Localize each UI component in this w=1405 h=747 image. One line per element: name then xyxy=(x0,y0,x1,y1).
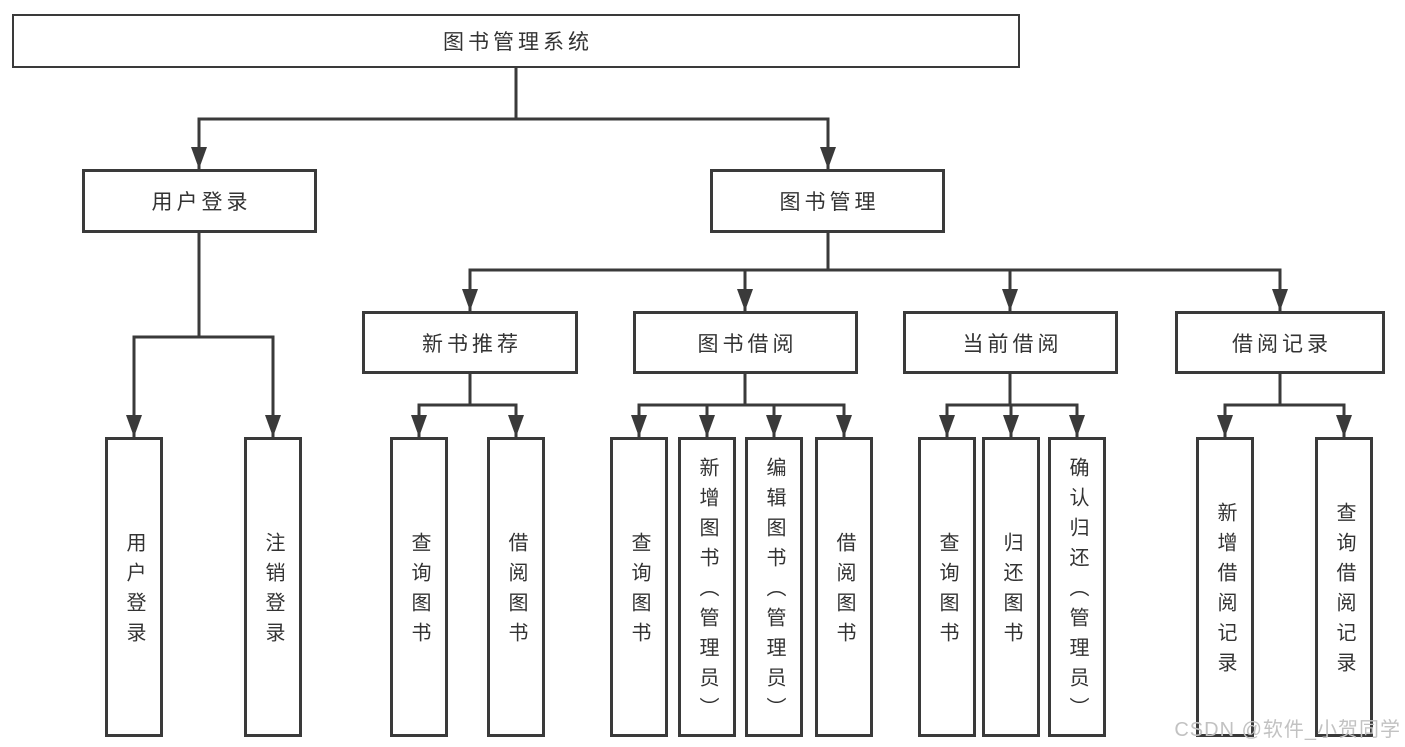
leaf-confirm-return-admin: 确认归还（管理员） xyxy=(1048,437,1106,737)
node-label: 用户登录 xyxy=(151,191,252,214)
node-label: 新增借阅记录 xyxy=(1214,502,1236,682)
node-label: 查询图书 xyxy=(408,532,430,652)
node-label: 查询借阅记录 xyxy=(1333,502,1355,682)
csdn-watermark: CSDN @软件_小贺同学 xyxy=(1174,719,1401,741)
node-label: 借阅图书 xyxy=(505,532,527,652)
connector-edges xyxy=(132,66,1346,439)
leaf-add-books-admin: 新增图书（管理员） xyxy=(678,437,736,737)
node-label: 编辑图书（管理员） xyxy=(763,457,785,727)
node-label: 图书管理 xyxy=(779,191,880,214)
leaf-logout: 注销登录 xyxy=(244,437,302,737)
leaf-edit-books-admin: 编辑图书（管理员） xyxy=(745,437,803,737)
node-user-login: 用户登录 xyxy=(82,169,317,233)
node-label: 归还图书 xyxy=(1000,532,1022,652)
node-label: 新书推荐 xyxy=(422,332,522,356)
node-borrowing-records: 借阅记录 xyxy=(1175,311,1385,374)
node-label: 查询图书 xyxy=(936,532,958,652)
leaf-borrow-books-recommend: 借阅图书 xyxy=(487,437,545,737)
leaf-query-borrow-record: 查询借阅记录 xyxy=(1315,437,1373,737)
leaf-borrow-books: 借阅图书 xyxy=(815,437,873,737)
leaf-user-login: 用户登录 xyxy=(105,437,163,737)
arrowheads xyxy=(126,147,1352,437)
leaf-query-books-current: 查询图书 xyxy=(918,437,976,737)
node-label: 确认归还（管理员） xyxy=(1066,457,1088,727)
leaf-return-books: 归还图书 xyxy=(982,437,1040,737)
node-label: 查询图书 xyxy=(628,532,650,652)
node-label: 图书借阅 xyxy=(697,332,798,356)
node-label: 图书管理系统 xyxy=(443,31,593,54)
node-label: 注销登录 xyxy=(262,532,284,652)
node-book-management: 图书管理 xyxy=(710,169,945,233)
leaf-add-borrow-record: 新增借阅记录 xyxy=(1196,437,1254,737)
node-label: 当前借阅 xyxy=(962,332,1063,356)
node-library-management-system: 图书管理系统 xyxy=(12,14,1020,68)
node-new-book-recommendation: 新书推荐 xyxy=(362,311,578,374)
leaf-query-books-recommend: 查询图书 xyxy=(390,437,448,737)
node-label: 借阅记录 xyxy=(1232,332,1332,356)
node-label: 借阅图书 xyxy=(833,532,855,652)
node-current-borrowing: 当前借阅 xyxy=(903,311,1118,374)
node-label: 用户登录 xyxy=(123,532,145,652)
node-book-borrowing: 图书借阅 xyxy=(633,311,858,374)
leaf-query-books-borrow: 查询图书 xyxy=(610,437,668,737)
node-label: 新增图书（管理员） xyxy=(696,457,718,727)
